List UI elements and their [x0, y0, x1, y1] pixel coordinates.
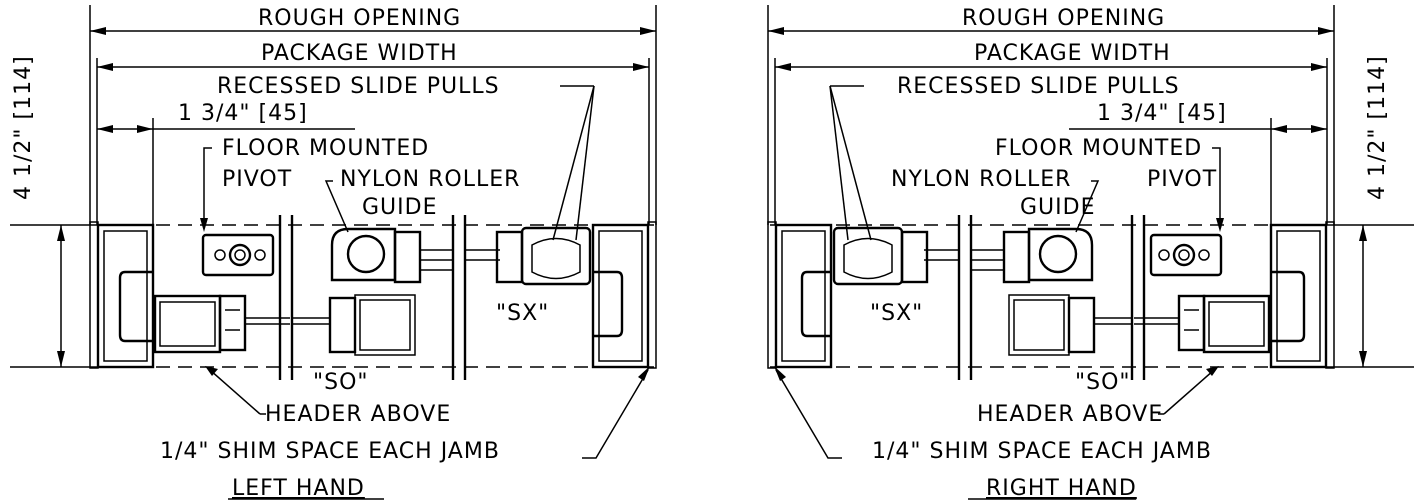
right-title: RIGHT HAND: [986, 476, 1137, 501]
left-shim-space-label: 1/4" SHIM SPACE EACH JAMB: [160, 439, 500, 464]
right-shim-space-label: 1/4" SHIM SPACE EACH JAMB: [872, 439, 1212, 464]
right-rough-opening-label: ROUGH OPENING: [962, 6, 1165, 31]
right-so-label: "SO": [1075, 370, 1131, 395]
left-nylon-roller-label: NYLON ROLLER: [340, 167, 520, 192]
left-pivot-label: PIVOT: [222, 167, 292, 192]
right-header-above-label: HEADER ABOVE: [977, 402, 1163, 427]
left-sx-label: "SX": [496, 301, 549, 326]
left-dim-1-3-4-label: 1 3/4" [45]: [178, 101, 308, 126]
left-header-above-label: HEADER ABOVE: [265, 402, 451, 427]
right-package-width-label: PACKAGE WIDTH: [974, 41, 1171, 66]
left-title: LEFT HAND: [232, 476, 365, 501]
left-so-label: "SO": [313, 370, 369, 395]
left-guide-label: GUIDE: [362, 195, 437, 220]
right-pivot-label: PIVOT: [1147, 167, 1217, 192]
right-nylon-roller-label: NYLON ROLLER: [891, 167, 1071, 192]
left-package-width-label: PACKAGE WIDTH: [261, 41, 458, 66]
left-recessed-pulls-label: RECESSED SLIDE PULLS: [217, 74, 500, 99]
right-floor-mounted-label: FLOOR MOUNTED: [995, 136, 1202, 161]
left-dim-4-1-2-label: 4 1/2" [114]: [11, 55, 36, 200]
right-sx-label: "SX": [870, 301, 923, 326]
right-recessed-pulls-label: RECESSED SLIDE PULLS: [897, 74, 1180, 99]
left-floor-mounted-label: FLOOR MOUNTED: [222, 136, 429, 161]
right-dim-1-3-4-label: 1 3/4" [45]: [1097, 101, 1227, 126]
right-guide-label: GUIDE: [1020, 195, 1095, 220]
left-rough-opening-label: ROUGH OPENING: [258, 6, 461, 31]
right-dim-4-1-2-label: 4 1/2" [114]: [1365, 55, 1390, 200]
